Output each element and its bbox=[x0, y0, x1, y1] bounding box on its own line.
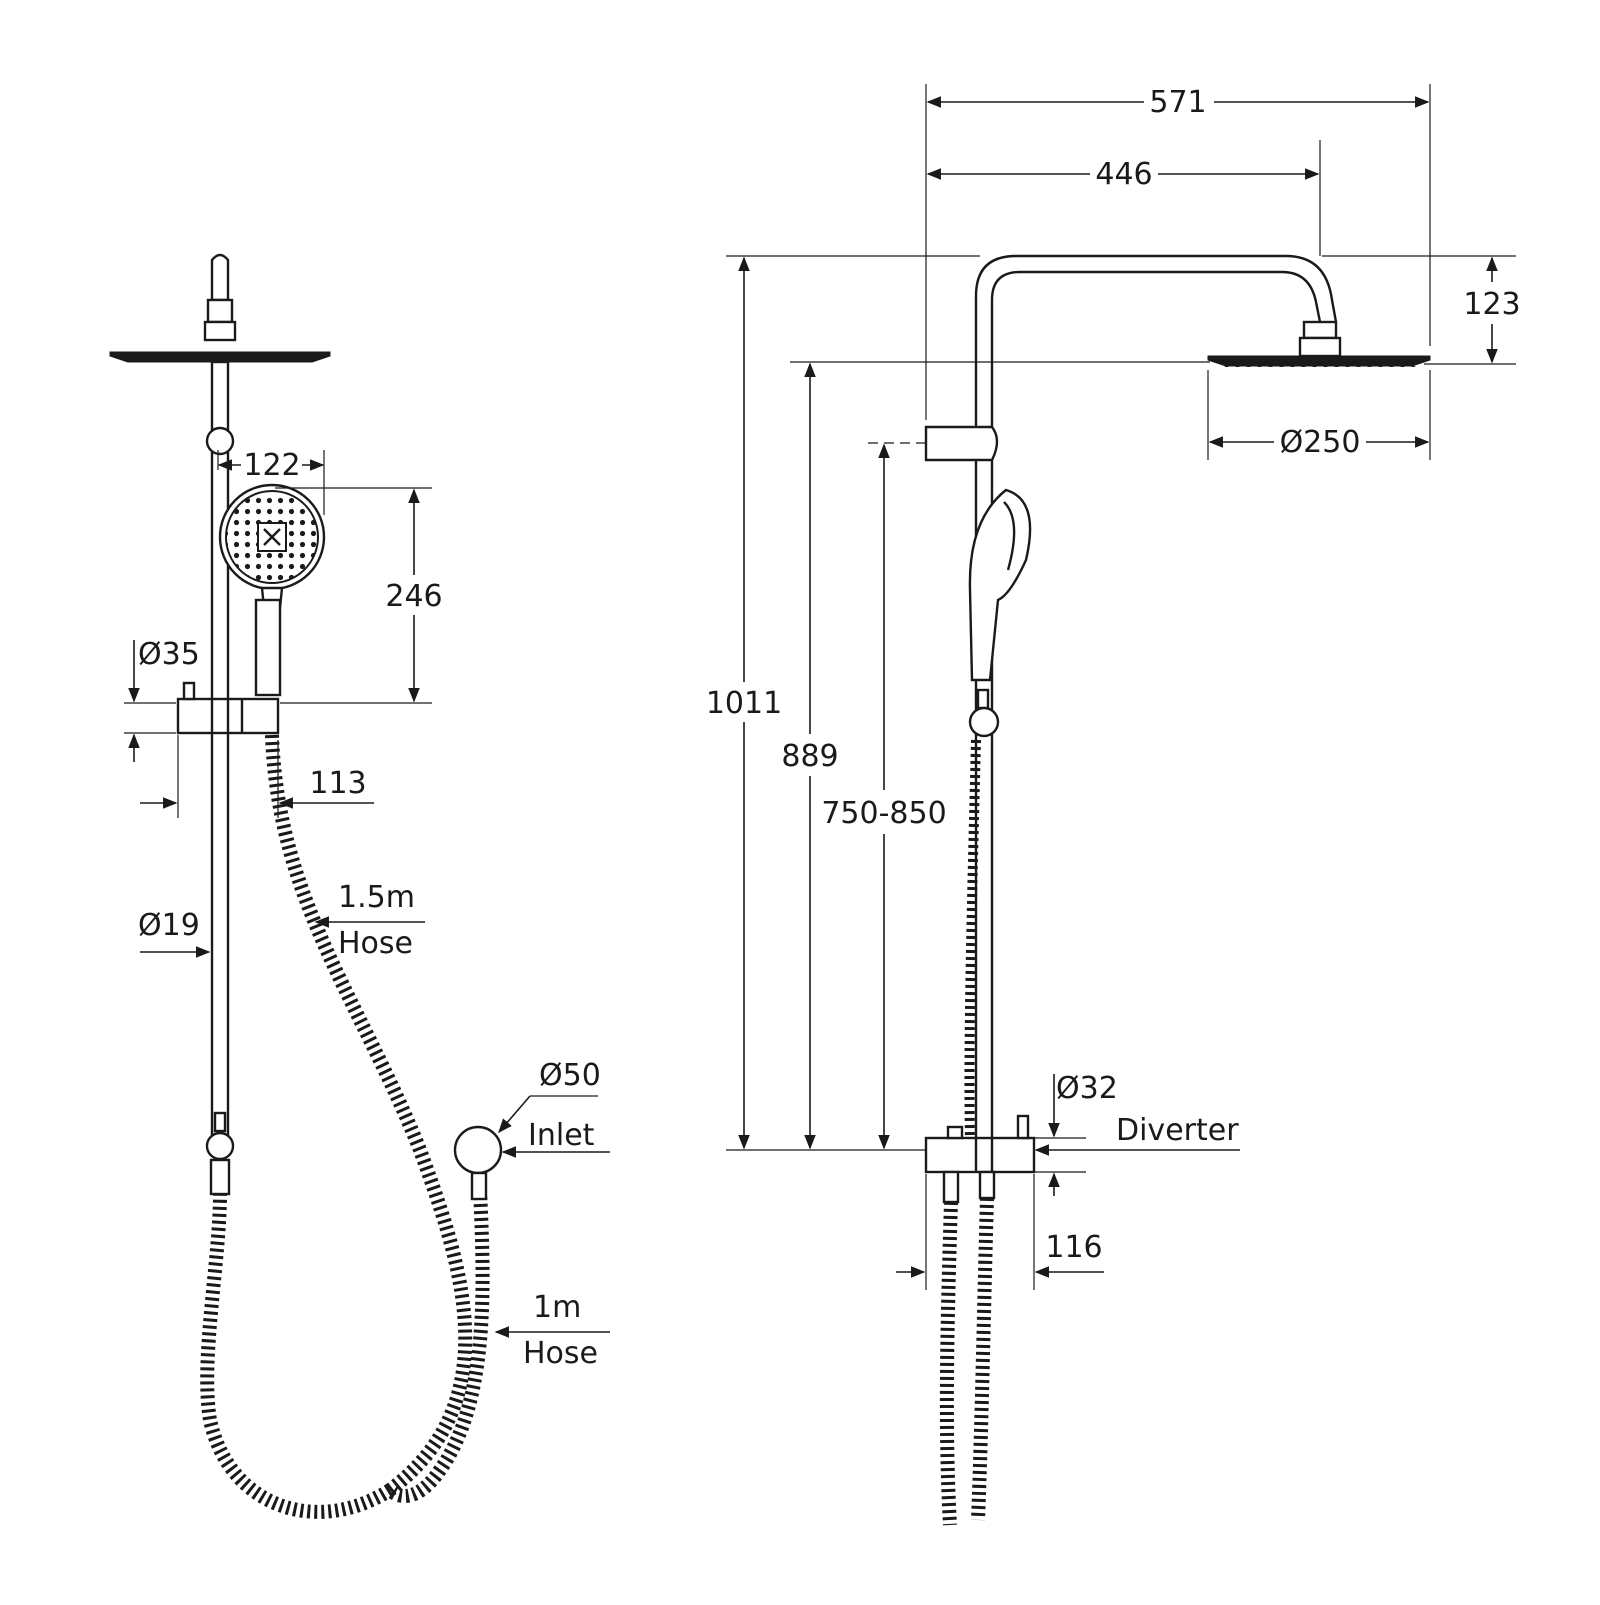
dim-rail-diameter: Ø19 bbox=[138, 908, 200, 943]
dim-diverter-diameter: Ø32 bbox=[1056, 1071, 1118, 1106]
hand-shower-front bbox=[218, 483, 326, 697]
diverter-knob bbox=[1016, 1114, 1030, 1140]
rain-head-nozzles bbox=[122, 356, 318, 363]
hand-shower-face bbox=[1003, 501, 1016, 571]
side-hose-upper bbox=[964, 739, 981, 1141]
dim-handshower-height: 246 bbox=[385, 579, 442, 614]
arm-connector bbox=[1302, 320, 1338, 340]
hand-shower-side bbox=[968, 488, 1032, 682]
head-swivel bbox=[203, 320, 237, 342]
rain-head-side-nozzles bbox=[1220, 360, 1418, 367]
hose-upper-length: 1.5m bbox=[338, 880, 415, 915]
hose-upper bbox=[265, 734, 473, 1496]
diverter-label: Diverter bbox=[1116, 1113, 1239, 1148]
dim-slider-offset: 113 bbox=[309, 766, 366, 801]
hose-lower-word: Hose bbox=[523, 1336, 598, 1371]
dim-total-height: 1011 bbox=[706, 686, 782, 721]
hose-loop bbox=[200, 1193, 394, 1519]
inlet-label: Inlet bbox=[528, 1118, 595, 1153]
shower-arm-inner bbox=[990, 270, 1322, 1142]
dim-head-drop: 123 bbox=[1463, 287, 1520, 322]
dim-holder-range: 750-850 bbox=[821, 796, 946, 831]
side-hose-right bbox=[971, 1197, 994, 1521]
rail-bottom-knob bbox=[205, 1131, 235, 1161]
diverter-block bbox=[924, 1136, 1036, 1174]
riser-top-stub bbox=[210, 253, 230, 302]
hose-lower-length: 1m bbox=[533, 1290, 581, 1325]
rail-top-knob bbox=[205, 426, 235, 456]
dim-overall-reach: 571 bbox=[1149, 85, 1206, 120]
handshower-holder bbox=[924, 425, 999, 462]
dim-head-diameter: Ø250 bbox=[1280, 425, 1361, 460]
side-view: 571 446 123 Ø250 1011 889 750 bbox=[706, 84, 1521, 1526]
dim-slider-diameter: Ø35 bbox=[138, 637, 200, 672]
dim-head-height: 889 bbox=[781, 739, 838, 774]
diverter-outlet-right bbox=[978, 1170, 996, 1200]
inlet-diameter: Ø50 bbox=[539, 1058, 601, 1093]
hose-upper-word: Hose bbox=[338, 926, 413, 961]
side-hose-left bbox=[939, 1201, 958, 1526]
shower-rail bbox=[210, 360, 230, 1144]
diverter-outlet-left bbox=[942, 1170, 960, 1204]
slider-lines bbox=[210, 699, 244, 733]
diverter-cap bbox=[946, 1125, 964, 1140]
rail-bottom-pin bbox=[213, 1111, 227, 1133]
front-view: 122 246 Ø35 113 1.5m Hose Ø19 Ø50 Inlet bbox=[109, 253, 610, 1519]
inlet-nut bbox=[470, 1171, 488, 1201]
inlet-elbow bbox=[453, 1125, 503, 1175]
shower-arm-outer bbox=[974, 254, 1338, 1142]
slider-knob bbox=[182, 681, 196, 701]
hose-lower bbox=[385, 1189, 490, 1503]
dim-handshower-width: 122 bbox=[243, 448, 300, 483]
arm-swivel bbox=[1298, 336, 1342, 358]
rail-bottom-outlet bbox=[209, 1158, 231, 1196]
dim-diverter-offset: 116 bbox=[1045, 1230, 1102, 1265]
diverter-lines bbox=[974, 1138, 994, 1172]
side-slider-pin bbox=[976, 688, 990, 710]
dim-arm-reach: 446 bbox=[1095, 157, 1152, 192]
head-connector bbox=[206, 298, 234, 324]
side-slider-knob bbox=[968, 706, 1000, 738]
